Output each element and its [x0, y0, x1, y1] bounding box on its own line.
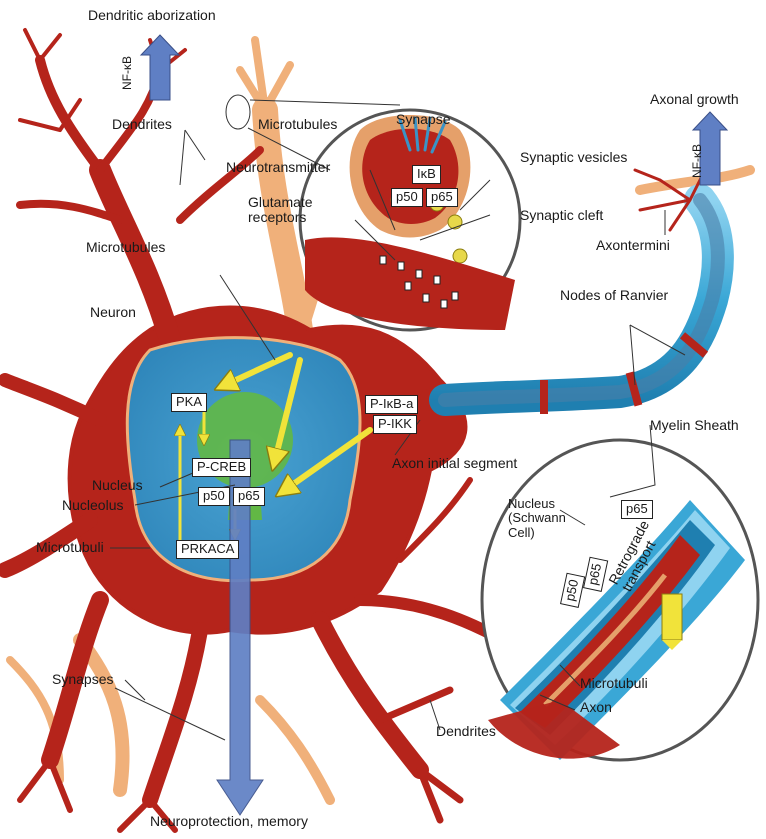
- glutamate-receptors-label: Glutamate receptors: [248, 195, 313, 226]
- dendrites-bottom-label: Dendrites: [436, 724, 496, 739]
- axontermini-label: Axontermini: [596, 238, 670, 253]
- microtubules-mid-label: Microtubules: [86, 240, 165, 255]
- synaptic-cleft-label: Synaptic cleft: [520, 208, 603, 223]
- axon-initial-segment-label: Axon initial segment: [392, 456, 517, 471]
- axon-label: Axon: [580, 700, 612, 715]
- p50-synapse-box: p50: [391, 188, 423, 207]
- nucleus-schwann-label: Nucleus (Schwann Cell): [508, 497, 566, 540]
- nfkb-left-label: NF-κB: [120, 56, 134, 90]
- p65-nucleus-box: p65: [233, 487, 265, 506]
- p50-nucleus-box: p50: [198, 487, 230, 506]
- prkaca-box: PRKACA: [176, 540, 239, 559]
- neuron-label: Neuron: [90, 305, 136, 320]
- nucleolus-label: Nucleolus: [62, 498, 123, 513]
- myelin-sheath-label: Myelin Sheath: [650, 418, 739, 433]
- synapses-label: Synapses: [52, 672, 113, 687]
- microtubuli-left-label: Microtubuli: [36, 540, 104, 555]
- microtubules-top-label: Microtubules: [258, 117, 337, 132]
- neuroprotection-label: Neuroprotection, memory: [150, 814, 308, 829]
- dendrites-top-label: Dendrites: [112, 117, 172, 132]
- ikb-box: IκB: [412, 165, 441, 184]
- nfkb-right-label: NF-κB: [690, 144, 704, 178]
- pikk-box: P-IKK: [373, 415, 417, 434]
- axonal-growth-label: Axonal growth: [650, 92, 739, 107]
- nucleus-label: Nucleus: [92, 478, 143, 493]
- synaptic-vesicles-label: Synaptic vesicles: [520, 150, 627, 165]
- p65-synapse-box: p65: [426, 188, 458, 207]
- myelin-inset: [482, 440, 758, 760]
- synapse-label: Synapse: [396, 112, 450, 127]
- nodes-of-ranvier-label: Nodes of Ranvier: [560, 288, 668, 303]
- synapse-inset: [300, 110, 520, 330]
- pcreb-box: P-CREB: [192, 458, 251, 477]
- dendritic-aborization-label: Dendritic aborization: [88, 8, 216, 23]
- microtubuli-inset-label: Microtubuli: [580, 676, 648, 691]
- pikba-box: P-IκB-a: [365, 395, 418, 414]
- p65-schwann-box: p65: [621, 500, 653, 519]
- neurotransmitter-label: Neurotransmitter: [226, 160, 330, 175]
- pka-box: PKA: [171, 393, 207, 412]
